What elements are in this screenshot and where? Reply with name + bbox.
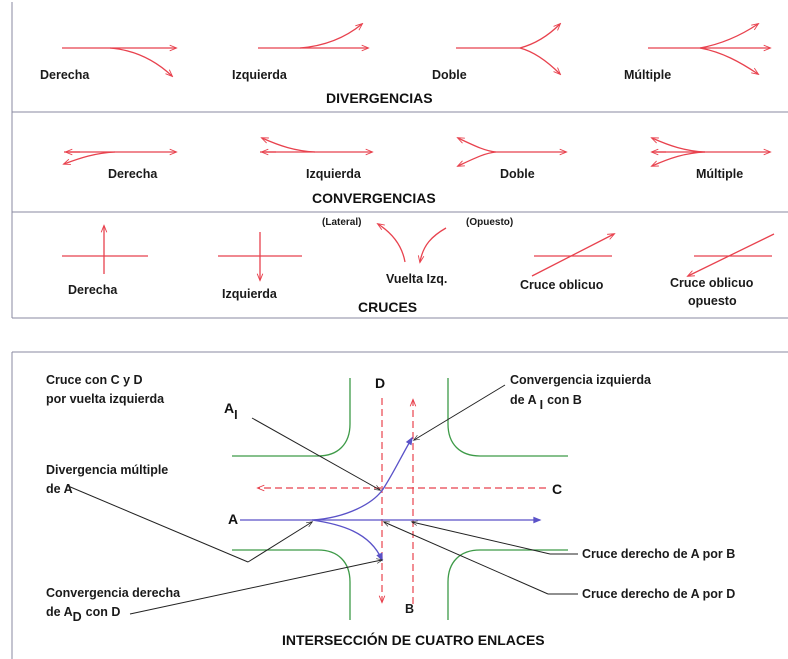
intersection-a-paths <box>240 436 542 562</box>
convergence-double-label: Doble <box>500 167 535 181</box>
intersection-curbs <box>232 378 568 620</box>
leg-b-label: B <box>405 602 414 616</box>
convergence-right-label: Derecha <box>108 167 158 181</box>
convergence-left-symbol <box>260 138 372 152</box>
divergence-multiple-label: Múltiple <box>624 68 671 82</box>
annotation-cruce-cd-2: por vuelta izquierda <box>46 392 165 406</box>
convergences-title: CONVERGENCIAS <box>312 190 436 206</box>
annotation-conv-derecha-1: Convergencia derecha <box>46 586 181 600</box>
divergence-left-label: Izquierda <box>232 68 288 82</box>
crossing-left-turn-symbol <box>378 224 447 262</box>
annotation-cruce-d: Cruce derecho de A por D <box>582 587 735 601</box>
crossing-oblique-opposite-label-1: Cruce oblicuo <box>670 276 754 290</box>
leg-a-label: A <box>228 511 238 527</box>
annotation-cruce-cd-1: Cruce con C y D <box>46 373 143 387</box>
annotation-div-multiple-2: de A <box>46 482 73 496</box>
convergence-left-label: Izquierda <box>306 167 362 181</box>
crossing-left-turn-label: Vuelta Izq. <box>386 272 447 286</box>
divergence-left-symbol <box>258 24 368 48</box>
intersection-dashed-flows <box>258 398 546 604</box>
divergence-double-label: Doble <box>432 68 467 82</box>
leg-ai-label: AI <box>224 400 238 422</box>
divergence-multiple-symbol <box>648 24 770 74</box>
crossing-oblique-opposite-symbol <box>688 233 775 276</box>
divergence-right-symbol <box>62 48 176 76</box>
crossing-left-label: Izquierda <box>222 287 278 301</box>
annotation-cruce-b: Cruce derecho de A por B <box>582 547 735 561</box>
crossing-oblique-symbol <box>531 234 614 277</box>
crossing-right-label: Derecha <box>68 283 118 297</box>
annotation-conv-izq-1: Convergencia izquierda <box>510 373 652 387</box>
convergence-right-symbol <box>64 152 176 164</box>
crossing-right-symbol <box>62 226 148 274</box>
crossing-oblique-label: Cruce oblicuo <box>520 278 604 292</box>
intersection-title: INTERSECCIÓN DE CUATRO ENLACES <box>282 631 545 648</box>
opuesto-label: (Opuesto) <box>466 217 513 228</box>
top-panel-frame <box>11 2 788 319</box>
bottom-panel-frame <box>11 351 788 659</box>
crossing-left-symbol <box>218 232 302 280</box>
convergence-multiple-symbol <box>652 138 770 166</box>
leg-d-label: D <box>375 375 385 391</box>
lateral-label: (Lateral) <box>322 217 361 228</box>
convergence-multiple-label: Múltiple <box>696 167 743 181</box>
divergences-title: DIVERGENCIAS <box>326 90 433 106</box>
convergence-double-symbol <box>458 138 566 166</box>
divergence-right-label: Derecha <box>40 68 90 82</box>
leg-c-label: C <box>552 481 562 497</box>
crossing-oblique-opposite-label-2: opuesto <box>688 294 737 308</box>
annotation-div-multiple-1: Divergencia múltiple <box>46 463 168 477</box>
crossings-title: CRUCES <box>358 299 417 315</box>
intersection-leaders <box>67 384 578 615</box>
divergence-double-symbol <box>456 24 560 74</box>
